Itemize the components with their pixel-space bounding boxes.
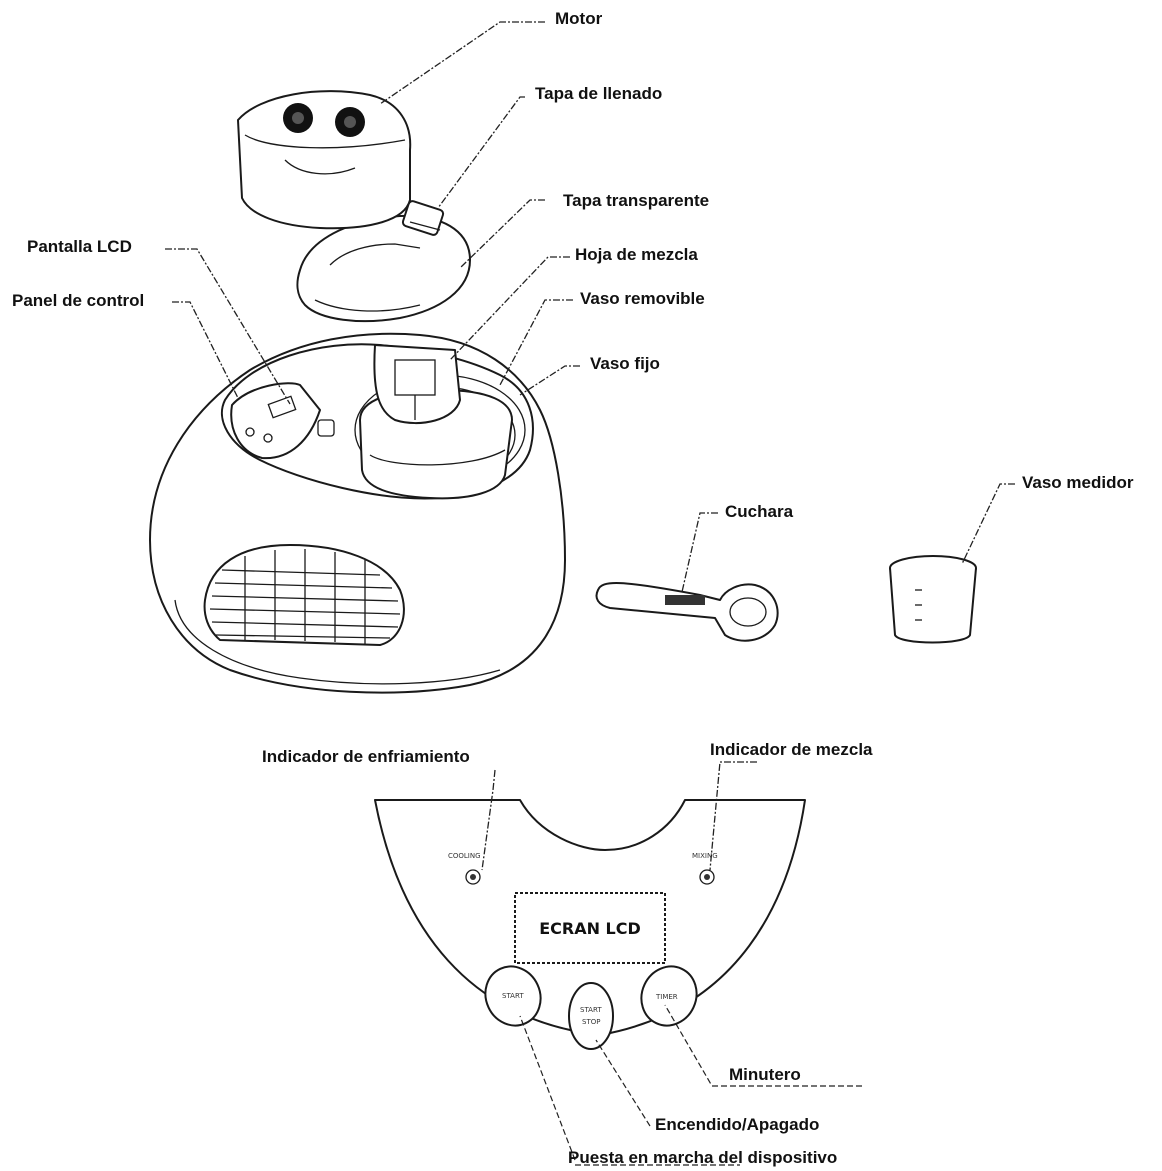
cooling-indicator-light bbox=[465, 869, 481, 885]
label-fixed-bowl: Vaso fijo bbox=[590, 354, 660, 373]
label-measuring-cup: Vaso medidor bbox=[1022, 473, 1134, 492]
label-device-start: Puesta en marcha del dispositivo bbox=[568, 1148, 837, 1167]
label-removable-bowl: Vaso removible bbox=[580, 289, 705, 308]
label-cooling-indicator: Indicador de enfriamiento bbox=[262, 747, 470, 766]
timer-button-tiny-label: TIMER bbox=[655, 993, 678, 1001]
machine-base-drawing bbox=[149, 332, 566, 694]
leader-lines bbox=[165, 21, 1015, 1166]
on-off-button-tiny-label-2: STOP bbox=[582, 1018, 600, 1026]
label-motor: Motor bbox=[555, 9, 603, 28]
mixing-indicator-tiny-label: MIXING bbox=[692, 852, 718, 860]
label-mixing-blade: Hoja de mezcla bbox=[575, 245, 698, 264]
label-on-off: Encendido/Apagado bbox=[655, 1115, 819, 1134]
label-mixing-indicator: Indicador de mezcla bbox=[710, 740, 873, 759]
lcd-screen-text: ECRAN LCD bbox=[539, 919, 641, 938]
label-lcd-screen: Pantalla LCD bbox=[27, 237, 132, 256]
control-panel-detail: COOLING MIXING ECRAN LCD START START STO… bbox=[374, 799, 806, 1050]
start-button[interactable] bbox=[476, 957, 550, 1034]
mixing-indicator-light bbox=[699, 869, 715, 885]
start-button-tiny-label: START bbox=[502, 992, 524, 1000]
timer-button[interactable] bbox=[632, 957, 706, 1034]
measuring-cup-drawing bbox=[889, 555, 977, 644]
on-off-button-tiny-label-1: START bbox=[580, 1006, 602, 1014]
cooling-indicator-tiny-label: COOLING bbox=[448, 852, 481, 860]
label-control-panel: Panel de control bbox=[12, 291, 144, 310]
spoon-drawing bbox=[595, 582, 779, 642]
vent-grille bbox=[209, 549, 401, 644]
label-spoon: Cuchara bbox=[725, 502, 794, 521]
label-fill-lid: Tapa de llenado bbox=[535, 84, 662, 103]
on-off-button[interactable] bbox=[568, 982, 614, 1050]
label-timer: Minutero bbox=[729, 1065, 801, 1084]
motor-drawing bbox=[237, 90, 412, 230]
lcd-screen-box bbox=[514, 892, 666, 964]
label-clear-lid: Tapa transparente bbox=[563, 191, 709, 210]
